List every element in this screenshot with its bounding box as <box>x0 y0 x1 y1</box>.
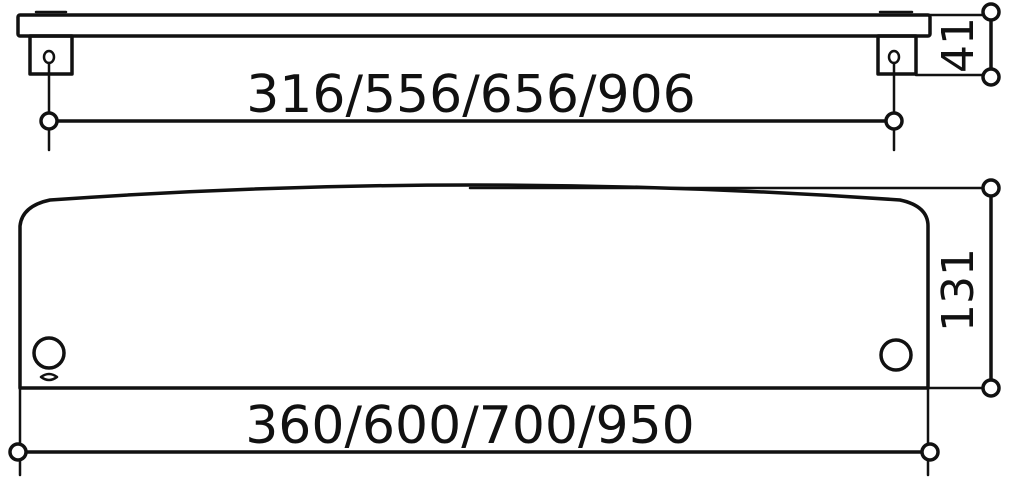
dim-marker-top-left <box>39 111 59 131</box>
dim-label-bottom-width: 360/600/700/950 <box>245 396 695 456</box>
bracket-left <box>28 34 74 76</box>
dim-marker-top-height-1 <box>981 2 1001 22</box>
dim-marker-top-height-2 <box>981 67 1001 87</box>
bracket-left-screw <box>42 49 56 65</box>
mount-hole-right <box>879 338 913 372</box>
plan-view: 360/600/700/950 131 <box>8 178 1001 477</box>
dim-marker-bottom-left <box>8 442 28 462</box>
shelf-plate-side <box>16 13 932 38</box>
mount-hole-left <box>32 336 66 370</box>
dim-label-top-width: 316/556/656/906 <box>246 65 696 125</box>
dim-marker-bottom-height-2 <box>981 378 1001 398</box>
mount-hole-left-marker <box>39 372 59 382</box>
bracket-right-screw <box>887 49 901 65</box>
side-view: 316/556/656/906 41 <box>16 2 1001 152</box>
dim-label-bottom-height: 131 <box>933 248 984 332</box>
dim-marker-top-right <box>884 111 904 131</box>
dim-marker-bottom-height-1 <box>981 178 1001 198</box>
bracket-right <box>876 34 918 76</box>
shelf-plate-plan <box>18 183 930 390</box>
dim-label-top-height: 41 <box>933 17 984 73</box>
dim-marker-bottom-right <box>920 442 940 462</box>
